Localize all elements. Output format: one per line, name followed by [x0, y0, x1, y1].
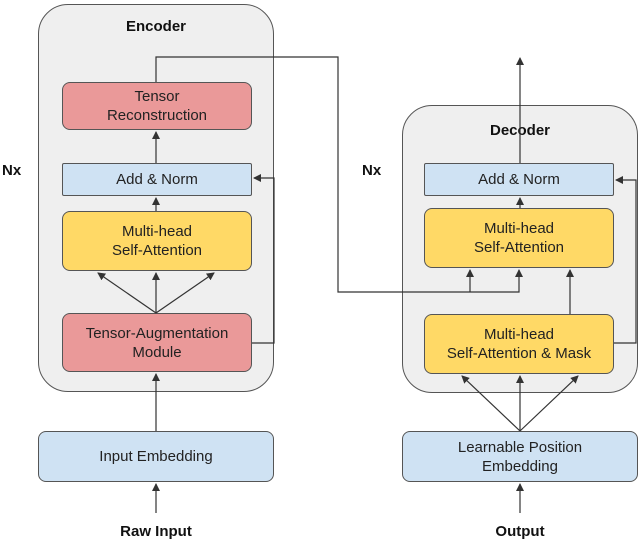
- augmentation-to-attention-left: [97, 272, 157, 314]
- embedding-to-masked-right: [519, 375, 579, 432]
- position-embedding-block: Learnable Position Embedding: [402, 431, 638, 482]
- output-label: Output: [495, 523, 545, 540]
- decoder-masked-attention-block: Multi-head Self-Attention & Mask: [424, 314, 614, 374]
- encoder-self-attention-block: Multi-head Self-Attention: [62, 211, 252, 271]
- encoder-to-decoder-connection: [155, 56, 523, 293]
- encoder-add-norm-block: Add & Norm: [62, 163, 252, 196]
- augmentation-to-attention-right: [155, 272, 215, 314]
- encoder-title: Encoder: [125, 18, 187, 35]
- raw-input-label: Raw Input: [120, 523, 192, 540]
- encoder-repeat-label: Nx: [2, 162, 22, 179]
- input-embedding-block: Input Embedding: [38, 431, 274, 482]
- tensor-reconstruction-block: Tensor Reconstruction: [62, 82, 252, 130]
- decoder-residual-connection: [614, 176, 637, 344]
- decoder-add-norm-block: Add & Norm: [424, 163, 614, 196]
- decoder-self-attention-block: Multi-head Self-Attention: [424, 208, 614, 268]
- embedding-to-masked-left: [461, 375, 521, 432]
- tensor-augmentation-block: Tensor-Augmentation Module: [62, 313, 252, 372]
- decoder-repeat-label: Nx: [362, 162, 382, 179]
- encoder-residual-connection: [252, 174, 275, 344]
